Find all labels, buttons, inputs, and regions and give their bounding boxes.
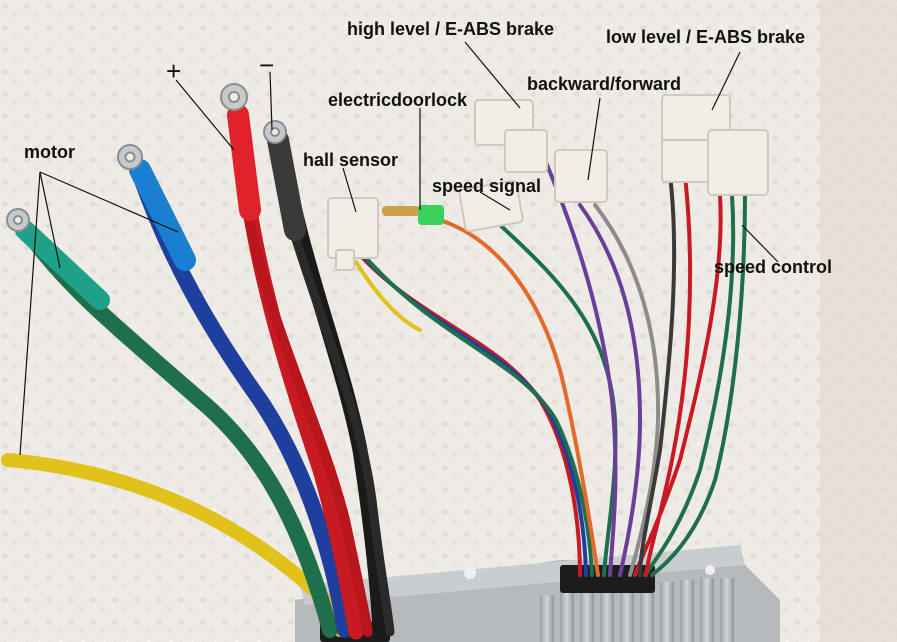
wall-right bbox=[820, 0, 897, 642]
motor-label: motor bbox=[24, 142, 75, 162]
hall-sensor-label: hall sensor bbox=[303, 150, 399, 170]
speed-signal-connector bbox=[458, 179, 524, 233]
plus-label: + bbox=[166, 56, 182, 86]
heat-shrink-sleeves bbox=[15, 104, 306, 310]
ring-terminals bbox=[6, 83, 287, 232]
controller-housing bbox=[295, 545, 780, 642]
speed-signal-label: speed signal bbox=[432, 176, 542, 196]
hall-sensor-connector bbox=[327, 197, 379, 259]
minus-label: − bbox=[259, 50, 275, 80]
speed-control-label: speed control bbox=[714, 257, 833, 277]
backward-forward-connector bbox=[554, 149, 608, 203]
low-level-brake-label: low level / E-ABS brake bbox=[606, 27, 806, 47]
motor-wires bbox=[1, 122, 395, 640]
speed-control-connector bbox=[707, 129, 769, 196]
high-level-brake-label: high level / E-ABS brake bbox=[347, 19, 555, 39]
electricdoorlock-label: electricdoorlock bbox=[328, 90, 468, 110]
backward-forward-label: backward/forward bbox=[527, 74, 682, 94]
signal-wires bbox=[354, 158, 747, 577]
connectors bbox=[327, 94, 769, 271]
leader-lines bbox=[19, 41, 779, 456]
door-lock-plug bbox=[382, 205, 444, 225]
